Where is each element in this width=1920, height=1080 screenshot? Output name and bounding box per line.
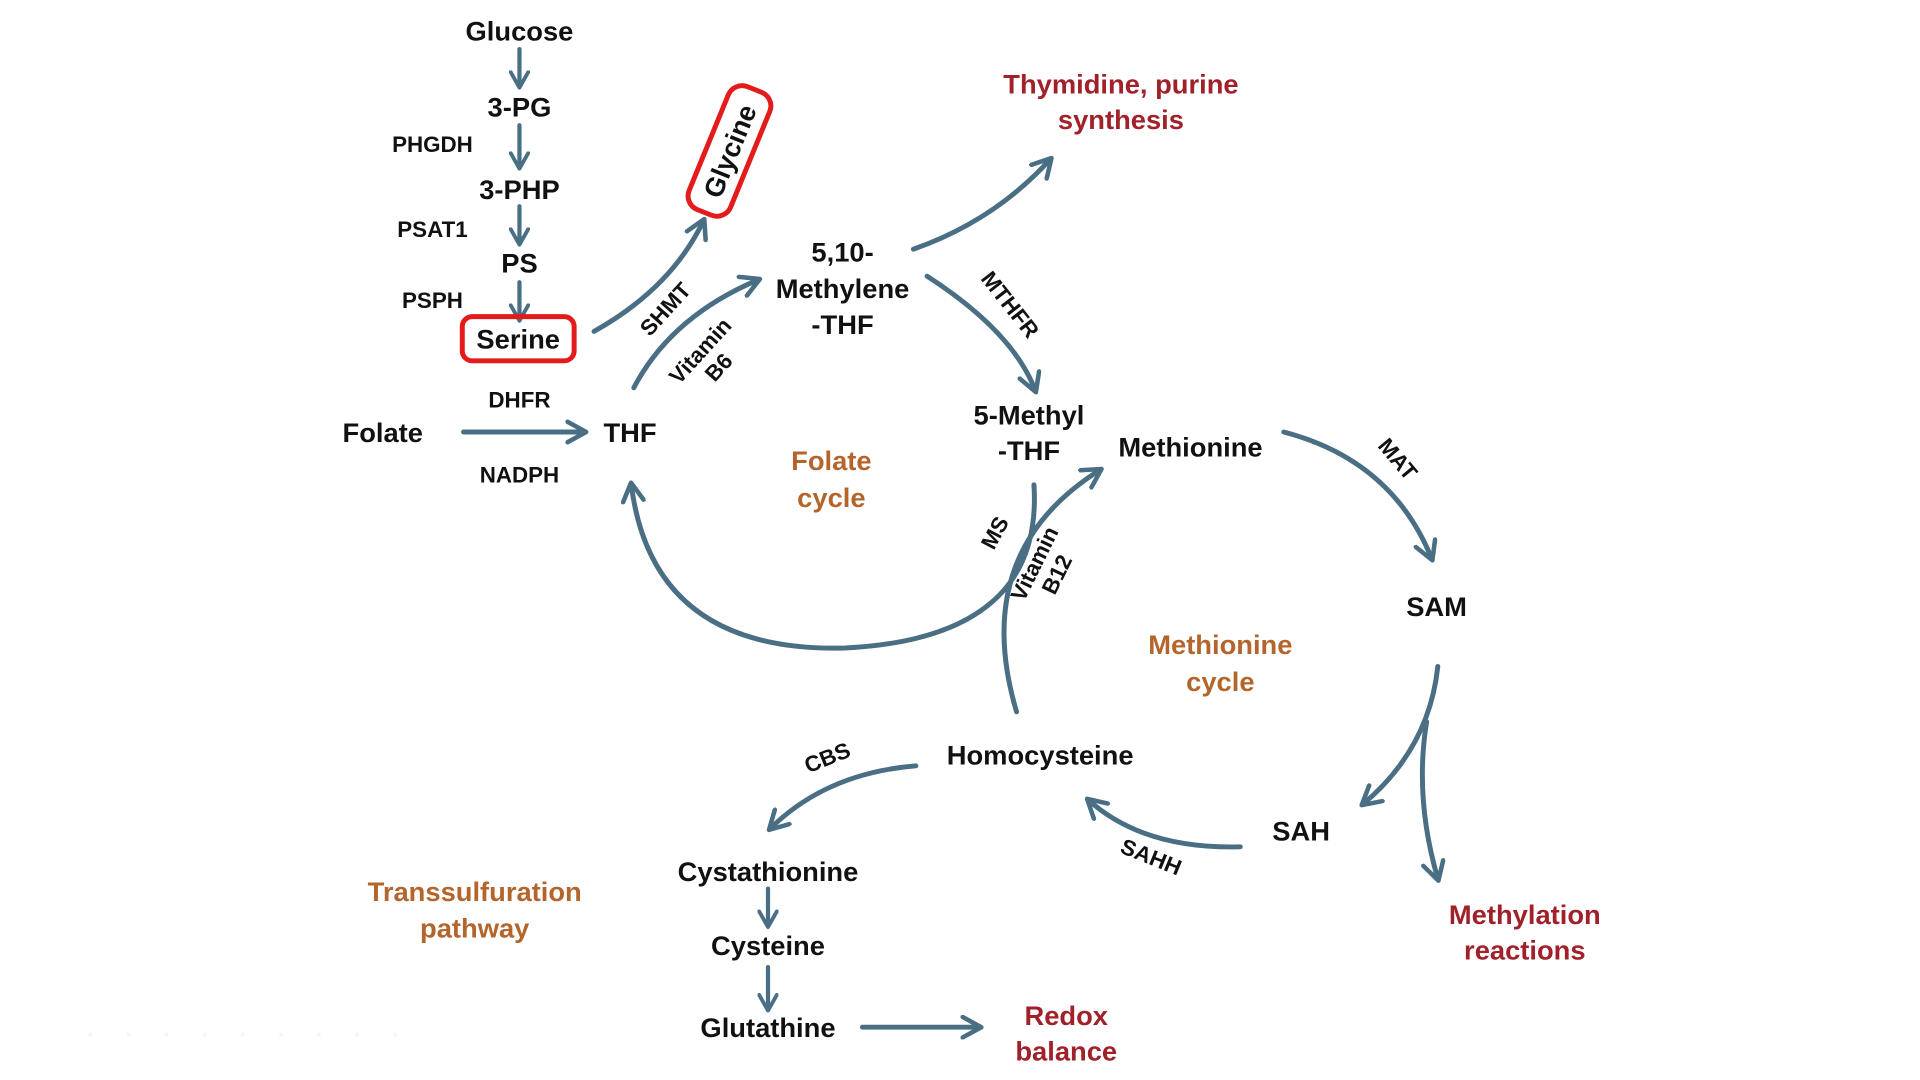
node-methionine[interactable]: Methionine xyxy=(1118,432,1262,463)
arrow-sah-to-homocysteine xyxy=(1089,800,1243,850)
output-redox-line1: Redox xyxy=(1024,1000,1108,1031)
node-glucose[interactable]: Glucose xyxy=(466,16,574,47)
enzyme-shmt: SHMT xyxy=(635,277,696,340)
node-methyl-thf-line1: 5-Methyl xyxy=(974,400,1085,431)
label-transsulfuration-line1: Transsulfuration xyxy=(368,876,582,907)
label-folate-cycle-line1: Folate xyxy=(791,445,871,476)
arrow-methylene-to-thymidine xyxy=(910,160,1050,252)
node-folate[interactable]: Folate xyxy=(343,417,423,448)
watermark: ········· xyxy=(87,1022,430,1049)
node-methyl-thf-line2: -THF xyxy=(998,435,1060,466)
node-methylene-thf-line1: 5,10- xyxy=(811,237,873,268)
enzyme-phgdh: PHGDH xyxy=(392,132,473,157)
arrow-sam-to-sah xyxy=(1363,663,1441,803)
enzyme-cbs: CBS xyxy=(801,737,854,778)
arrow-homocysteine-to-cystathionine xyxy=(770,763,919,829)
output-redox-balance: Redox balance xyxy=(1015,1000,1117,1066)
label-methionine-cycle-line1: Methionine xyxy=(1148,629,1292,660)
cofactor-nadph: NADPH xyxy=(480,462,560,487)
arrow-thf-to-methylene-thf xyxy=(631,280,758,391)
output-methylation-line1: Methylation xyxy=(1449,899,1601,930)
serine-synthesis-pathway: Glucose 3-PG PHGDH 3-PHP PSAT1 PS PSPH S… xyxy=(392,16,577,364)
node-homocysteine[interactable]: Homocysteine xyxy=(947,740,1134,771)
glycine-highlight-box xyxy=(685,83,774,219)
glycine-group: Glycine xyxy=(685,83,774,219)
node-5-methyl-thf[interactable]: 5-Methyl -THF xyxy=(974,400,1085,466)
node-cysteine[interactable]: Cysteine xyxy=(711,930,825,961)
node-serine[interactable]: Serine xyxy=(476,324,560,355)
label-folate-cycle: Folate cycle xyxy=(791,445,871,513)
node-methylene-thf[interactable]: 5,10- Methylene -THF xyxy=(776,237,910,340)
node-3pg[interactable]: 3-PG xyxy=(488,92,552,123)
node-methylene-thf-line2: Methylene xyxy=(776,273,910,304)
node-thf[interactable]: THF xyxy=(603,417,656,448)
serine-highlight-box xyxy=(459,314,577,364)
node-glutathine[interactable]: Glutathine xyxy=(700,1012,835,1043)
output-methylation-reactions: Methylation reactions xyxy=(1449,899,1601,965)
node-sah[interactable]: SAH xyxy=(1272,816,1330,847)
output-thymidine-purine-synthesis: Thymidine, purine synthesis xyxy=(1003,68,1238,134)
output-methylation-line2: reactions xyxy=(1464,935,1586,966)
enzyme-dhfr: DHFR xyxy=(488,388,550,413)
node-ps[interactable]: PS xyxy=(501,248,537,279)
arrow-serine-to-glycine xyxy=(591,221,703,334)
cofactor-vitamin-b6: Vitamin B6 xyxy=(664,313,738,389)
output-thymidine-line2: synthesis xyxy=(1058,104,1184,135)
enzyme-mthfr: MTHFR xyxy=(976,267,1044,343)
arrow-homocysteine-to-methionine xyxy=(1001,470,1100,715)
node-methylene-thf-line3: -THF xyxy=(811,309,873,340)
arrow-methionine-to-sam xyxy=(1281,429,1432,558)
output-thymidine-line1: Thymidine, purine xyxy=(1003,68,1238,99)
label-methionine-cycle-line2: cycle xyxy=(1186,666,1254,697)
output-redox-line2: balance xyxy=(1015,1036,1117,1067)
label-methionine-cycle: Methionine cycle xyxy=(1148,629,1292,697)
enzyme-psat1: PSAT1 xyxy=(397,217,467,242)
node-cystathionine[interactable]: Cystathionine xyxy=(678,856,859,887)
node-sam[interactable]: SAM xyxy=(1406,591,1467,622)
arrow-methyl-thf-to-thf xyxy=(631,485,1037,651)
arrow-methylene-to-methyl-thf xyxy=(924,273,1035,390)
enzyme-mat: MAT xyxy=(1373,433,1423,485)
label-transsulfuration-line2: pathway xyxy=(420,913,529,944)
enzyme-ms: MS xyxy=(976,512,1014,553)
node-3php[interactable]: 3-PHP xyxy=(479,174,559,205)
enzyme-psph: PSPH xyxy=(402,288,463,313)
label-transsulfuration-pathway: Transsulfuration pathway xyxy=(368,876,582,944)
label-folate-cycle-line2: cycle xyxy=(797,482,865,513)
cofactor-vitamin-b12: Vitamin B12 xyxy=(1006,523,1078,605)
arrow-sam-to-methylation xyxy=(1419,719,1437,879)
